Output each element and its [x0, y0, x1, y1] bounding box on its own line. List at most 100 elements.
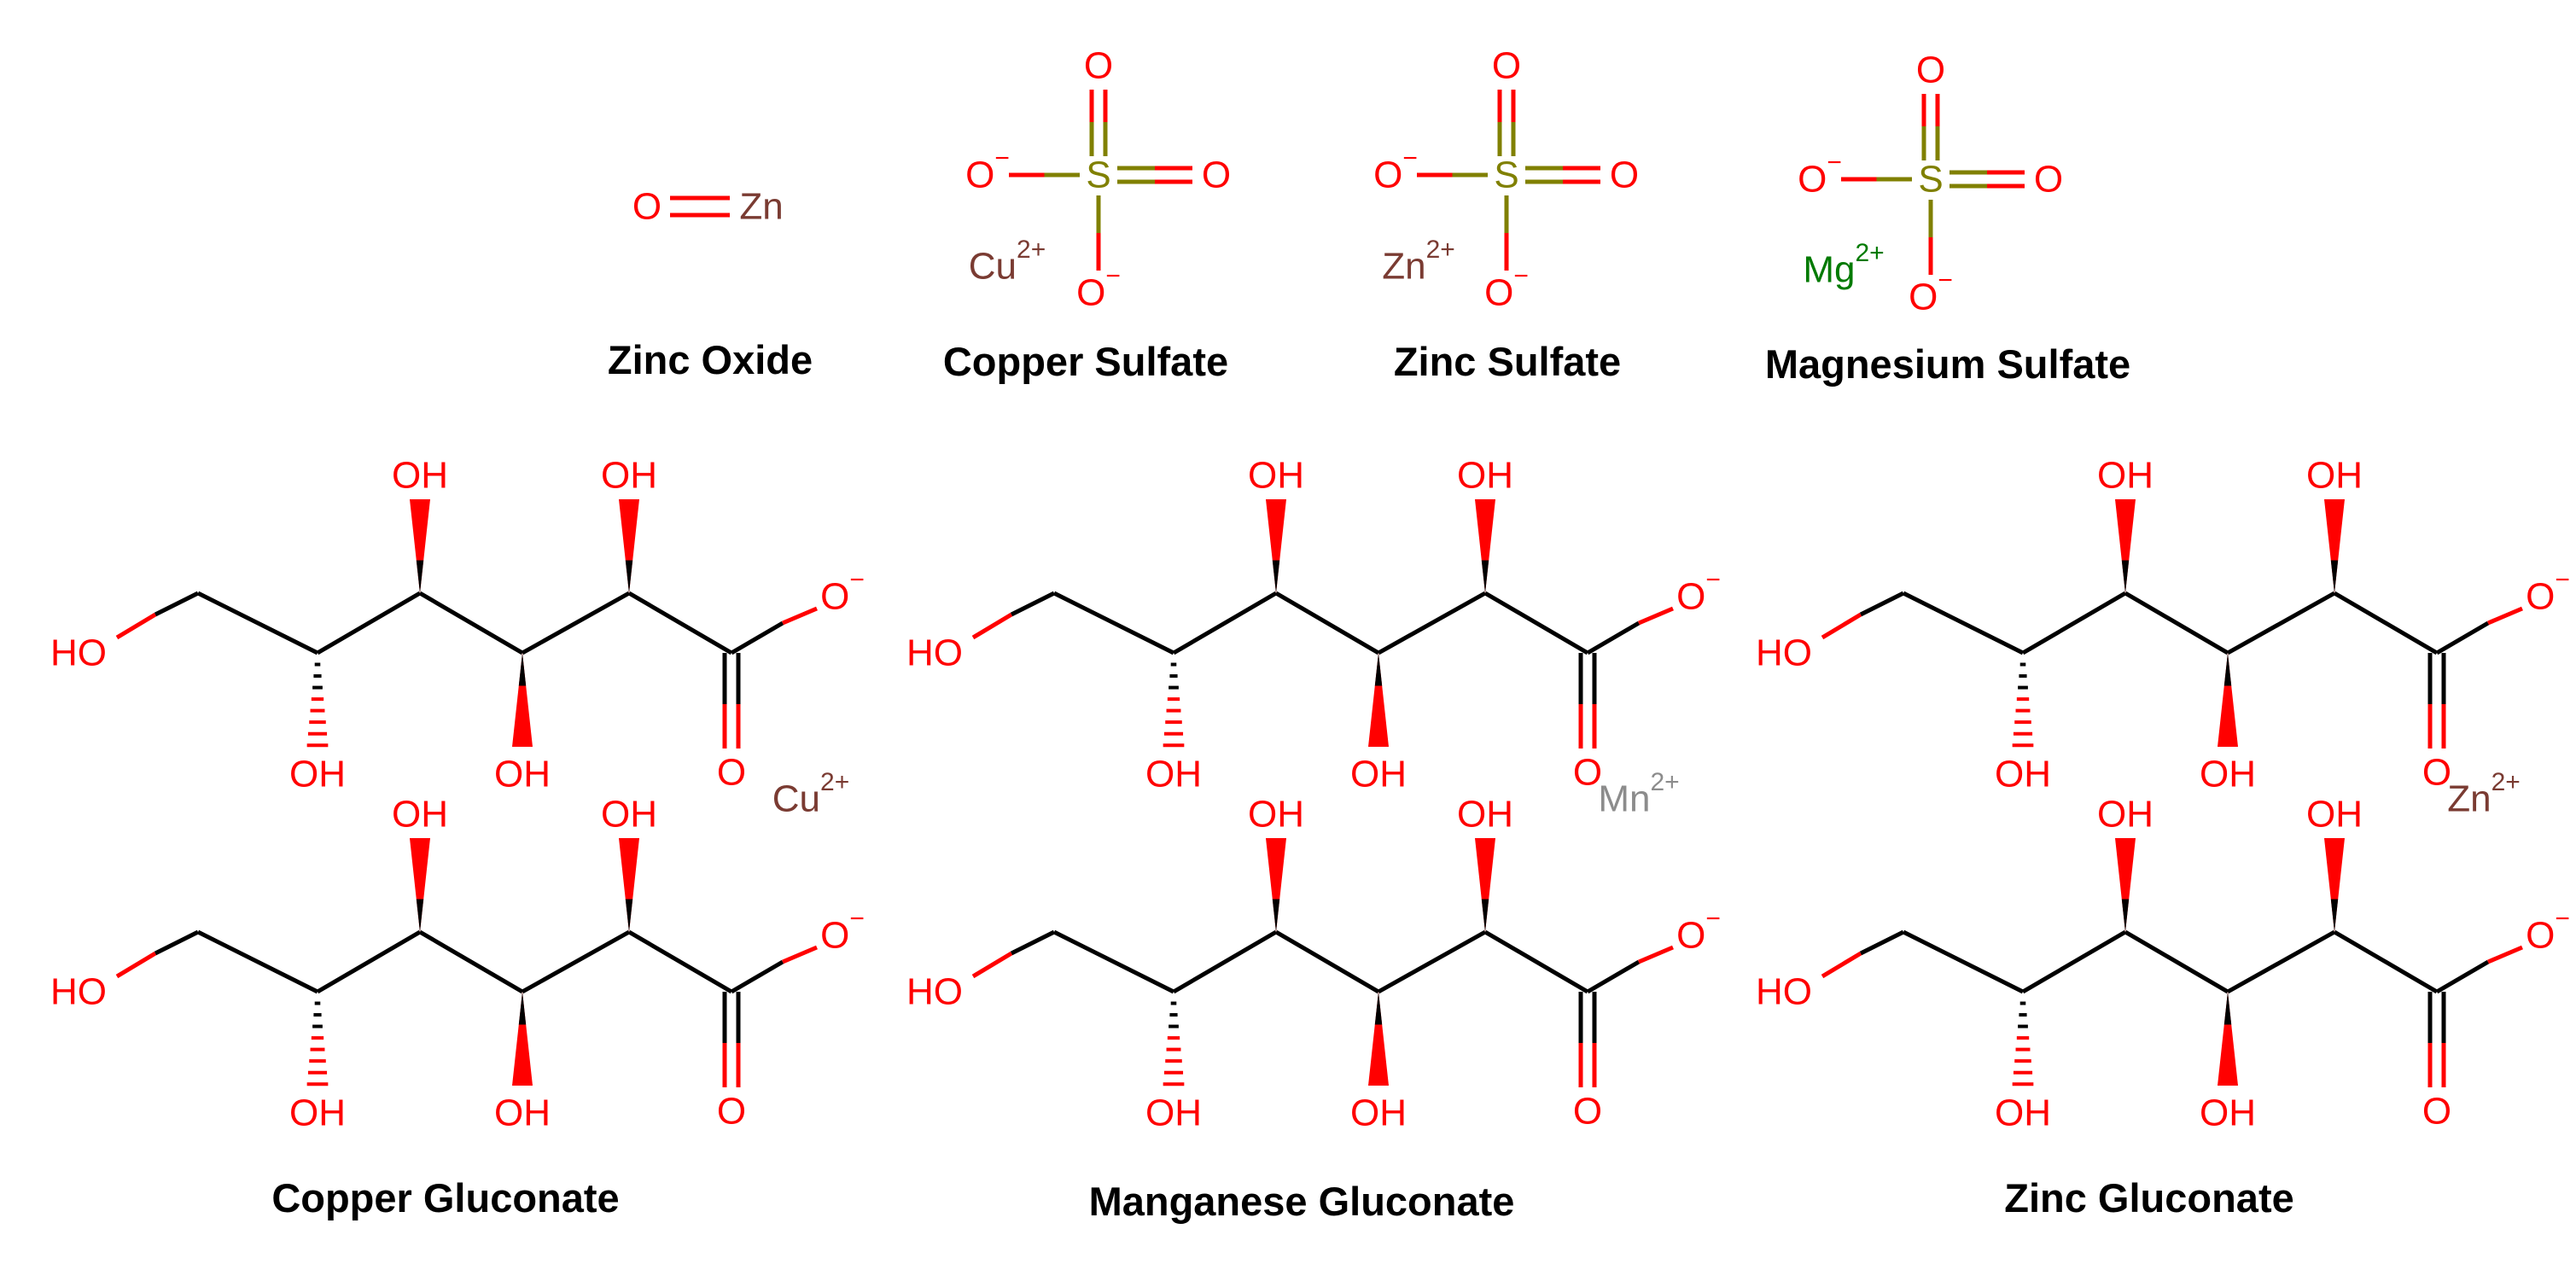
- bond-line: [2333, 591, 2439, 655]
- bond-line: [627, 929, 733, 994]
- bond-line: [1010, 929, 1056, 956]
- wedge-bond-base: [518, 992, 527, 1025]
- sulfur-atom: S: [1918, 159, 1943, 201]
- wedge-bond: [2324, 838, 2345, 932]
- wedge-bond: [2115, 499, 2136, 593]
- wedge-bond: [2115, 838, 2136, 932]
- wedge-bond-base: [2330, 899, 2339, 932]
- carboxylate-oxygen-anion: O−: [2526, 905, 2570, 957]
- bond-line: [1902, 929, 2025, 994]
- charge-superscript: −: [1402, 144, 1418, 172]
- charge-superscript: 2+: [1017, 236, 1046, 264]
- sulfur-atom: S: [1086, 154, 1110, 196]
- bond-line: [971, 612, 1013, 640]
- charge-superscript: 2+: [1650, 768, 1679, 796]
- bond-line: [1377, 591, 1487, 655]
- bond-line: [1638, 606, 1674, 626]
- charge-superscript: −: [1105, 262, 1121, 290]
- hydroxyl-group: OH: [1248, 794, 1304, 836]
- oxygen-atom: O: [1084, 45, 1113, 87]
- bond-line: [521, 591, 631, 655]
- hydroxyl-group: HO: [1756, 971, 1812, 1013]
- bond-line: [1274, 929, 1380, 994]
- bond-line: [2021, 929, 2127, 994]
- charge-superscript: −: [1705, 905, 1721, 933]
- bond-line: [2124, 591, 2229, 655]
- charge-superscript: −: [994, 144, 1010, 172]
- compound-labels: Zinc Oxide Copper Sulfate Zinc Sulfate M…: [271, 337, 2293, 1224]
- bond-line: [1821, 951, 1862, 979]
- hydroxyl-group: OH: [1995, 1092, 2051, 1134]
- oxygen-atom: O: [632, 186, 661, 228]
- hydroxyl-group: HO: [906, 971, 963, 1013]
- wedge-bond: [1368, 992, 1389, 1086]
- metal-cation: Zn2+: [2447, 768, 2521, 820]
- hydroxyl-group: OH: [1350, 754, 1407, 795]
- metal-cation: Cu2+: [969, 236, 1046, 288]
- hydroxyl-group: OH: [2200, 754, 2256, 795]
- bond-line: [782, 606, 818, 626]
- hydroxyl-group: OH: [1457, 455, 1513, 497]
- wedge-bond: [1475, 838, 1495, 932]
- oxygen-anion: O−: [1798, 149, 1842, 201]
- metal-cation: Cu2+: [772, 768, 849, 820]
- hydroxyl-group: OH: [1995, 754, 2051, 795]
- bond-line: [1377, 929, 1487, 994]
- label-zinc-sulfate: Zinc Sulfate: [1394, 339, 1621, 384]
- oxygen-atom: O: [1916, 50, 1945, 91]
- hydroxyl-group: HO: [1756, 632, 1812, 674]
- wedge-bond: [1266, 499, 1286, 593]
- charge-superscript: −: [1705, 566, 1721, 594]
- charge-superscript: 2+: [2491, 768, 2521, 796]
- bond-line: [2226, 591, 2336, 655]
- oxygen-anion: O−: [965, 144, 1010, 196]
- bond-line: [1010, 591, 1056, 617]
- bond-line: [115, 612, 157, 640]
- wedge-bond: [2218, 653, 2238, 747]
- wedge-bond-base: [416, 560, 424, 593]
- bond-line: [1483, 591, 1589, 655]
- wedge-bond-base: [1481, 560, 1489, 593]
- metal-cation: Mg2+: [1803, 239, 1884, 291]
- carbonyl-oxygen: O: [2422, 1091, 2451, 1133]
- hydroxyl-group: OH: [494, 754, 551, 795]
- bond-line: [730, 620, 784, 655]
- label-copper-gluconate: Copper Gluconate: [271, 1175, 619, 1220]
- bond-line: [2435, 959, 2490, 994]
- wedge-bond-base: [518, 653, 527, 686]
- bond-line: [1172, 591, 1278, 655]
- bond-line: [627, 591, 733, 655]
- wedge-bond-base: [2330, 560, 2339, 593]
- wedge-bond: [512, 992, 533, 1086]
- carboxylate-oxygen-anion: O−: [2526, 566, 2570, 618]
- wedge-bond: [619, 499, 639, 593]
- hydroxyl-group: OH: [1350, 1092, 1407, 1134]
- hydroxyl-group: OH: [2200, 1092, 2256, 1134]
- hydroxyl-group: OH: [601, 455, 657, 497]
- hydroxyl-group: OH: [2306, 794, 2363, 836]
- wedge-bond: [1475, 499, 1495, 593]
- wedge-bond-base: [1374, 992, 1383, 1025]
- hydroxyl-group: OH: [1145, 1092, 1202, 1134]
- bond-line: [521, 929, 631, 994]
- hydroxyl-group: HO: [906, 632, 963, 674]
- bond-line: [196, 929, 319, 994]
- charge-superscript: −: [2555, 905, 2570, 933]
- wedge-bond: [2324, 499, 2345, 593]
- oxygen-atom: O: [1492, 45, 1521, 87]
- bond-line: [1859, 929, 1905, 956]
- wedge-bond-base: [2121, 899, 2130, 932]
- carbonyl-oxygen: O: [717, 752, 746, 794]
- wedge-bond-base: [1481, 899, 1489, 932]
- wedge-bond-base: [625, 560, 633, 593]
